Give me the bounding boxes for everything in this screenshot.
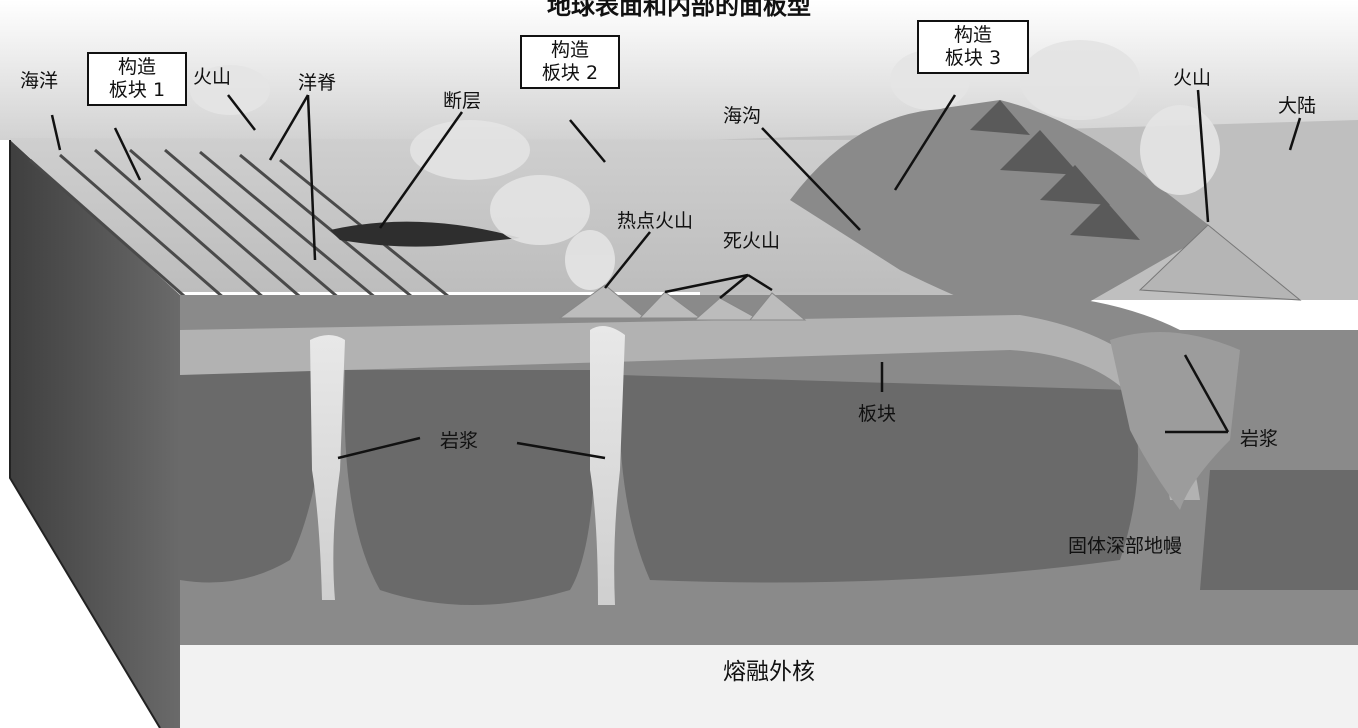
label-fault: 断层 [443, 90, 481, 112]
label-volcano-left: 火山 [193, 66, 231, 88]
label-plate: 板块 [858, 403, 896, 425]
label-ocean: 海洋 [20, 70, 58, 92]
label-plate-2-line2: 板块 2 [522, 62, 618, 85]
label-plate-2-line1: 构造 [522, 39, 618, 62]
label-plate-1-line1: 构造 [89, 56, 185, 79]
label-outer-core: 熔融外核 [180, 652, 1358, 686]
label-plate-3-line1: 构造 [919, 24, 1027, 47]
mantle-lobe-2 [344, 370, 595, 605]
label-magma-left: 岩浆 [440, 430, 478, 452]
label-plate-1-line2: 板块 1 [89, 79, 185, 102]
mantle-lobe-4 [1200, 470, 1358, 590]
label-trench: 海沟 [723, 105, 761, 127]
label-magma-right: 岩浆 [1240, 428, 1278, 450]
label-ridge: 洋脊 [298, 72, 336, 94]
label-plate-3-line2: 板块 3 [919, 47, 1027, 70]
label-plate-2-box: 构造 板块 2 [520, 35, 620, 89]
label-continent: 大陆 [1278, 95, 1316, 117]
label-volcano-right: 火山 [1173, 67, 1211, 89]
label-deep-mantle: 固体深部地幔 [1068, 535, 1182, 557]
label-hotspot-volcano: 热点火山 [617, 210, 693, 232]
label-extinct-volcano: 死火山 [723, 230, 780, 252]
diagram-title: 地球表面和内部的面板型 [0, 0, 1358, 21]
label-plate-1-box: 构造 板块 1 [87, 52, 187, 106]
label-plate-3-box: 构造 板块 3 [917, 20, 1029, 74]
